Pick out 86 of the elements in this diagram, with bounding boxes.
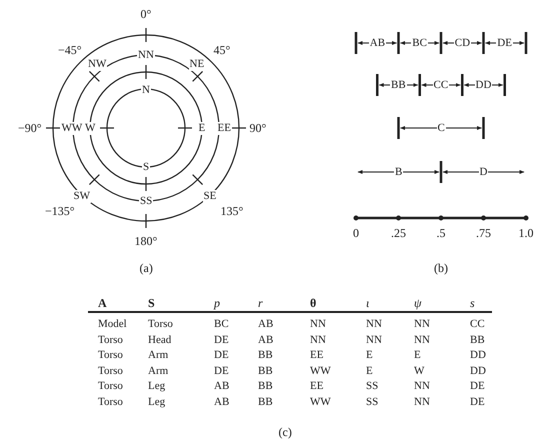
table-value: DE [470, 396, 485, 408]
column-header: r [258, 296, 263, 310]
table-value: AB [258, 334, 274, 346]
table-value: Leg [148, 380, 166, 393]
angle-label: −135° [45, 204, 75, 218]
table-value: Arm [148, 364, 168, 378]
table-value: DE [214, 349, 229, 362]
ring-label: SE [202, 190, 218, 202]
panel-label: (b) [434, 262, 448, 274]
table-value: Torso [98, 364, 123, 378]
scale-tick-label: .5 [436, 226, 446, 240]
ring-label: S [142, 160, 150, 174]
scale-tick-label: .25 [391, 226, 406, 240]
table-value: Torso [148, 318, 173, 331]
panel-label: (c) [278, 426, 292, 438]
table-value: NN [310, 334, 326, 346]
column-header: ι [366, 296, 370, 310]
column-header: s [470, 296, 475, 310]
table-value: BC [214, 318, 229, 331]
interval-label: BC [411, 36, 428, 50]
table-value: BB [258, 349, 273, 362]
table-value: DD [470, 364, 486, 378]
interval-label: CC [432, 78, 450, 92]
table-value: Torso [98, 349, 123, 362]
angle-label: 45° [214, 44, 230, 56]
table-value: DE [214, 364, 229, 378]
table-value: Torso [98, 396, 123, 408]
table-value: E [414, 349, 421, 362]
column-header: θ [310, 296, 316, 310]
ring-label: SW [72, 190, 91, 202]
angle-label: −90° [18, 122, 42, 134]
table-value: NN [414, 318, 430, 331]
table-value: WW [310, 364, 331, 378]
table-value: WW [310, 396, 331, 408]
table-value: AB [214, 380, 230, 393]
ring-label: WW [60, 122, 84, 134]
table-value: NN [366, 318, 382, 331]
table-value: CC [470, 318, 485, 331]
column-header: p [214, 296, 220, 310]
table-value: EE [310, 380, 324, 393]
scale-tick-label: 1.0 [518, 226, 534, 240]
ring-label: SS [139, 194, 154, 208]
table-value: AB [258, 318, 274, 331]
table-value: NN [310, 318, 326, 331]
column-header: S [148, 296, 155, 310]
table-value: AB [214, 396, 230, 408]
table-value: BB [258, 364, 273, 378]
ring-label: EE [216, 122, 232, 134]
interval-label: C [436, 122, 446, 134]
table-value: BB [470, 334, 485, 346]
panel-label: (a) [140, 262, 153, 274]
ring-label: E [198, 122, 206, 134]
column-header: ψ [414, 296, 422, 310]
table-value: NN [414, 334, 430, 346]
table-value: E [366, 364, 373, 378]
table-value: DD [470, 349, 486, 362]
table-value: SS [366, 396, 378, 408]
table-value: E [366, 349, 373, 362]
scale-tick-label: .75 [476, 226, 491, 240]
table-value: DE [214, 334, 229, 346]
table-value: Arm [148, 349, 168, 362]
angle-label: 0° [140, 8, 152, 20]
table-value: W [414, 364, 424, 378]
table-value: SS [366, 380, 378, 393]
angle-label: 135° [220, 204, 244, 218]
angle-label: 90° [250, 122, 266, 134]
table-value: DE [470, 380, 485, 393]
table-value: Leg [148, 396, 166, 408]
table-value: NN [366, 334, 382, 346]
table-value: Torso [98, 334, 123, 346]
table-value: BB [258, 380, 273, 393]
table-value: Model [98, 318, 127, 331]
table-value: NN [414, 380, 430, 393]
ring-label: W [84, 122, 96, 134]
table-value: BB [258, 396, 273, 408]
table-value: Torso [98, 380, 123, 393]
ring-label: NE [188, 58, 206, 70]
column-header: A [98, 296, 107, 310]
ring-label: NW [87, 58, 108, 70]
table-value: NN [414, 396, 430, 408]
scale-tick-label: 0 [353, 226, 359, 240]
angle-label: −45° [58, 44, 82, 56]
angle-label: 180° [134, 234, 158, 248]
table-value: Head [148, 334, 172, 346]
interval-label: CD [454, 36, 472, 50]
table-value: EE [310, 349, 324, 362]
